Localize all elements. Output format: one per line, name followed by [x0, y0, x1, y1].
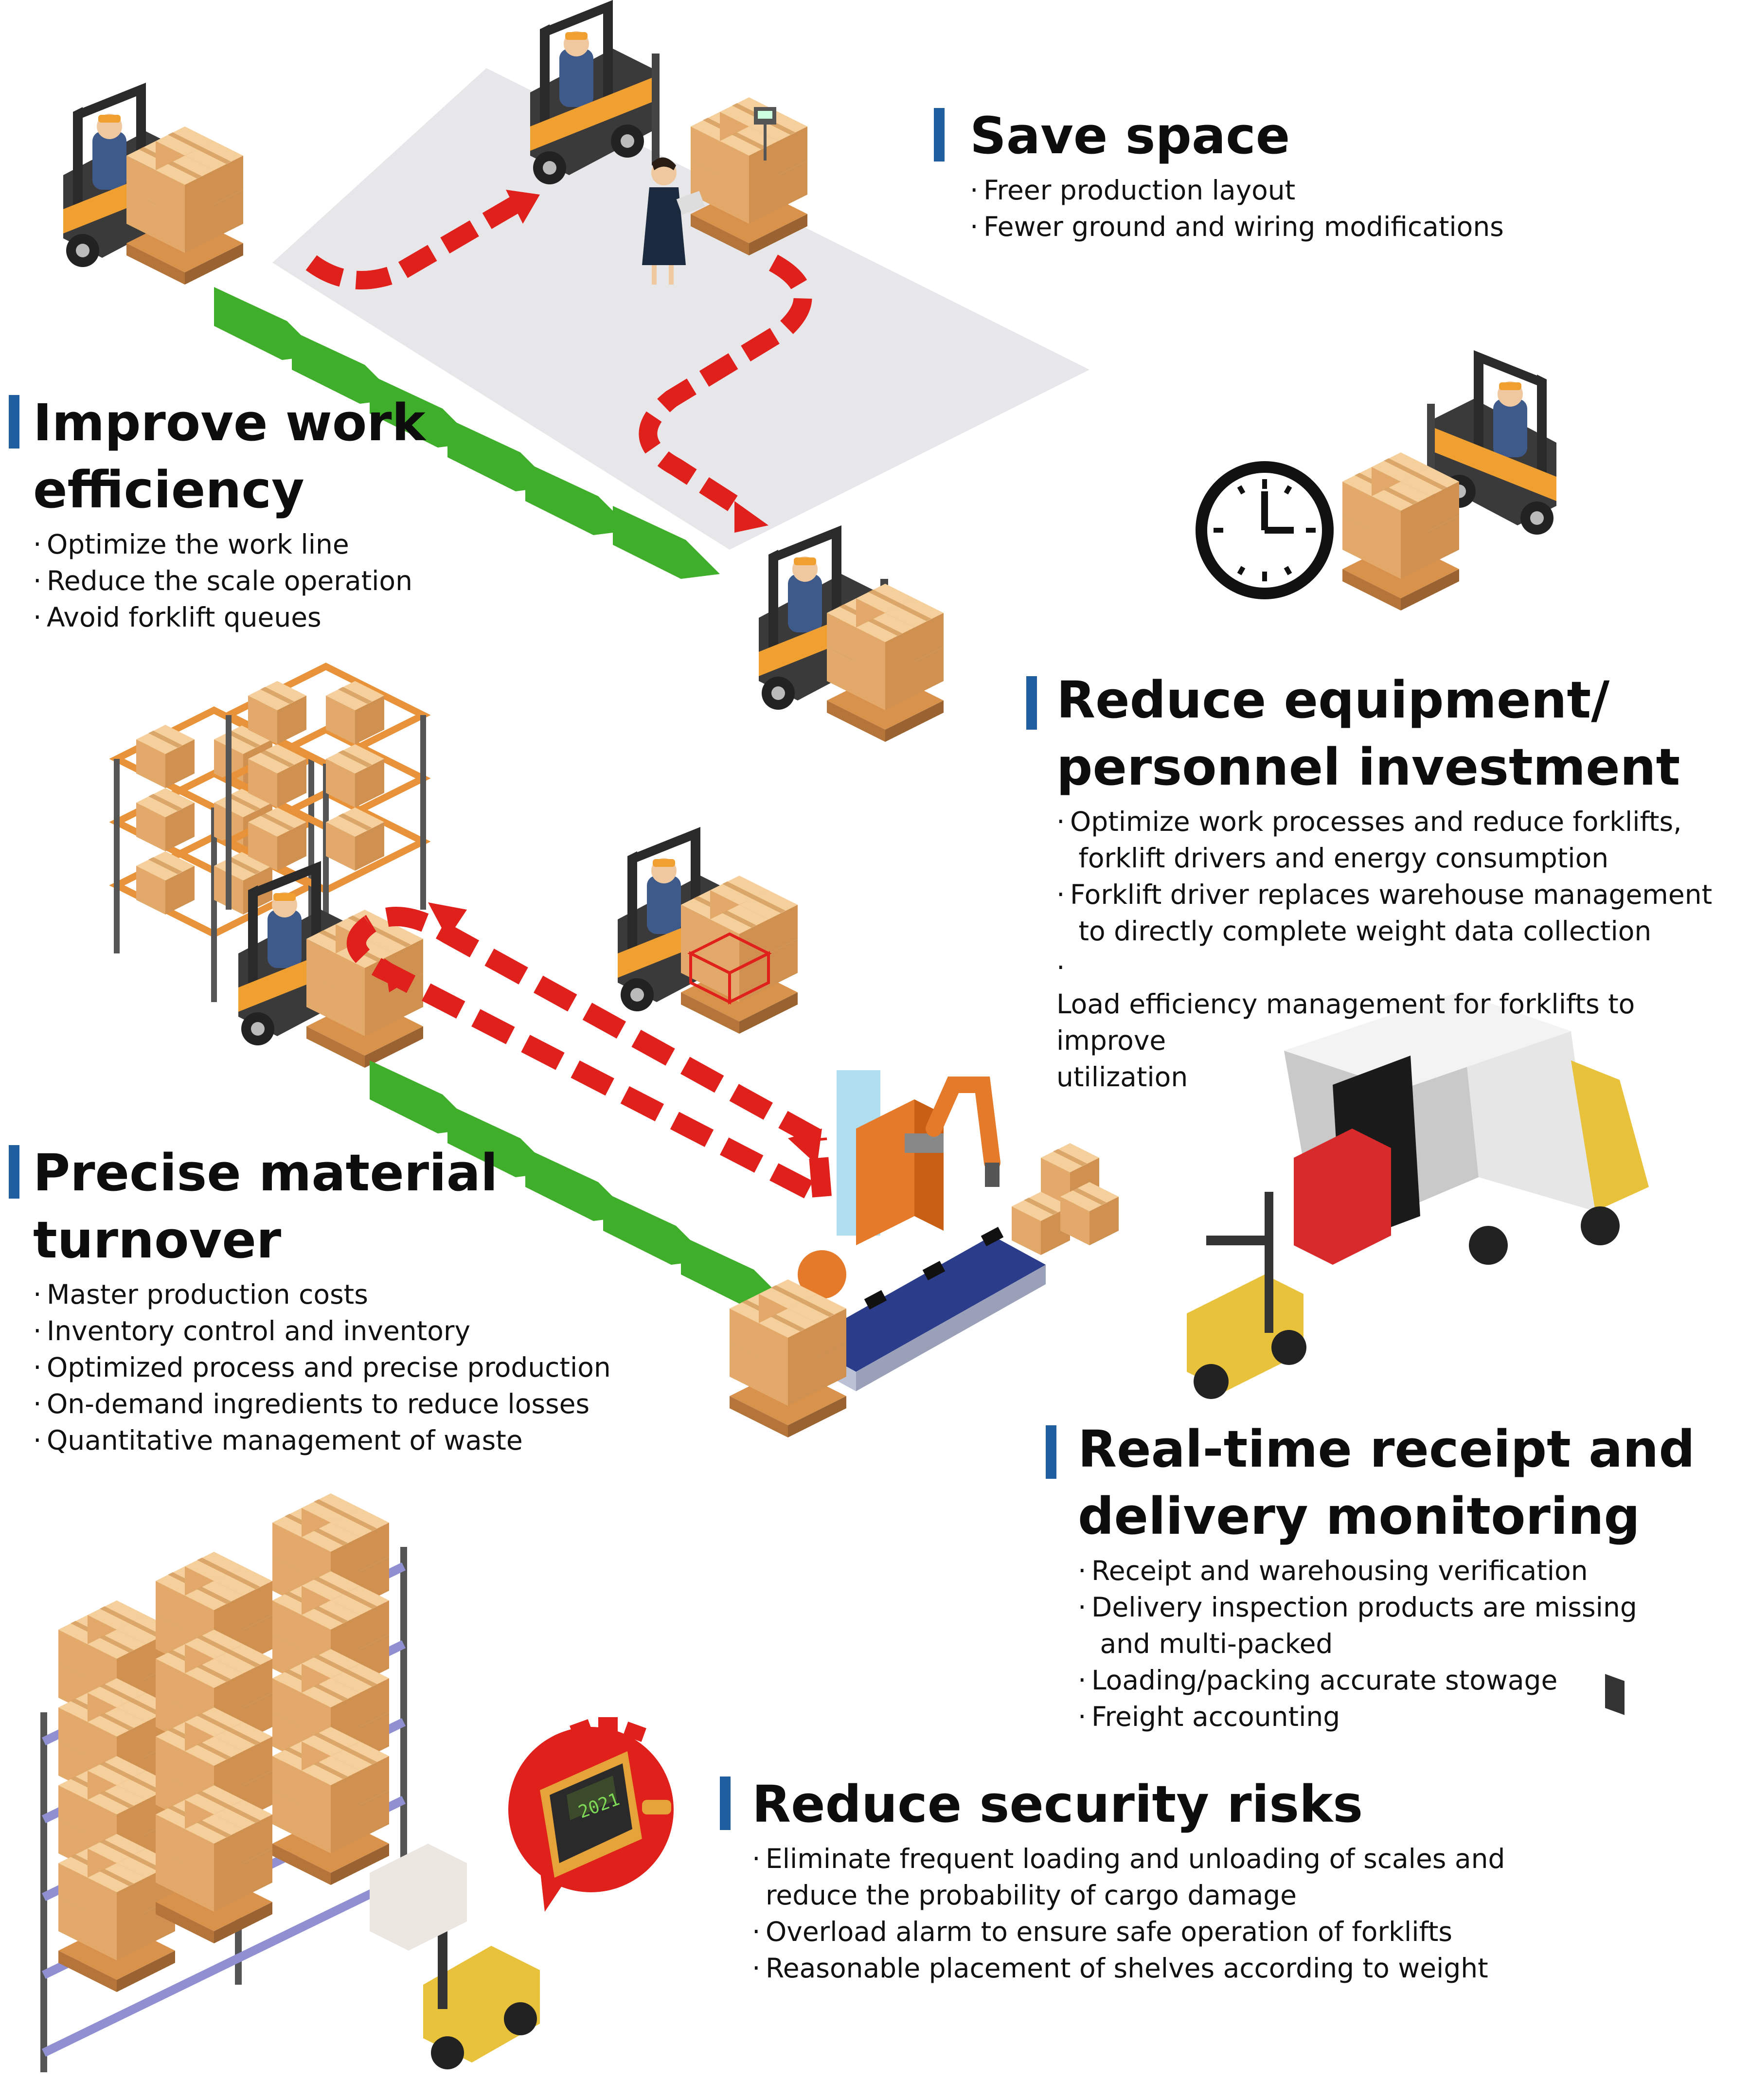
section-title: Reduce equipment/personnel investment: [1056, 670, 1680, 797]
list-item: ·Load efficiency management for forklift…: [1056, 952, 1635, 1093]
bullet-list: ·Receipt and warehousing verification ·D…: [1078, 1553, 1695, 1735]
bullet-list: ·Eliminate frequent loading and unloadin…: [752, 1841, 1505, 1987]
section-save-space: Save space ·Freer production layout ·Few…: [934, 102, 1504, 245]
pallet-boxes-icon: [1012, 1143, 1119, 1255]
truck-icon: [1284, 992, 1649, 1715]
red-arrowhead: [428, 902, 467, 939]
list-item: ·Freer production layout: [970, 175, 1296, 206]
bullet-list: ·Optimize work processes and reduce fork…: [1056, 804, 1750, 1095]
scale-terminal-icon: [754, 107, 776, 161]
list-item: ·Delivery inspection products are missin…: [1078, 1592, 1637, 1659]
conveyor-icon: [798, 1227, 1046, 1391]
list-item: ·Fewer ground and wiring modifications: [970, 211, 1504, 242]
bullet-list: ·Master production costs ·Inventory cont…: [33, 1276, 611, 1459]
alarm-bubble-icon: [508, 1717, 674, 1912]
section-security-risks: Reduce security risks ·Eliminate frequen…: [720, 1771, 1505, 1987]
list-item: ·Forklift driver replaces warehouse mana…: [1056, 879, 1713, 947]
bullet-list: ·Freer production layout ·Fewer ground a…: [970, 172, 1504, 245]
scale-display-icon: [540, 1751, 671, 1878]
list-item: ·Quantitative management of waste: [33, 1425, 523, 1456]
list-item: ·Reasonable placement of shelves accordi…: [752, 1953, 1488, 1984]
list-item: ·Reduce the scale operation: [33, 565, 412, 596]
forklift-icon: [1187, 1192, 1306, 1399]
list-item: ·Optimized process and precise productio…: [33, 1352, 611, 1383]
list-item: ·Receipt and warehousing verification: [1078, 1555, 1588, 1586]
list-item: ·Optimize work processes and reduce fork…: [1056, 806, 1682, 874]
list-item: ·Avoid forklift queues: [33, 602, 321, 633]
list-item: ·Inventory control and inventory: [33, 1315, 471, 1346]
forklift-icon: [370, 1844, 540, 2069]
pallet-boxes-icon: [681, 876, 798, 1034]
list-item: ·Overload alarm to ensure safe operation…: [752, 1916, 1453, 1947]
warning-box-outline: [687, 932, 772, 1005]
pallet-boxes-icon: [691, 97, 807, 255]
section-title: Reduce security risks: [752, 1775, 1363, 1834]
red-arrowhead: [788, 1129, 822, 1165]
pallet-boxes-icon: [126, 126, 243, 285]
section-title: Save space: [970, 106, 1290, 165]
red-arrowhead: [384, 958, 413, 992]
red-flow-path-middle: [346, 907, 832, 1205]
pallet-boxes-icon: [730, 1279, 846, 1437]
list-item: ·Optimize the work line: [33, 529, 349, 560]
floor-area: [272, 68, 1089, 550]
section-accent-bar: [934, 108, 945, 162]
pallet-boxes-icon: [827, 584, 944, 742]
red-flow-path-top: [305, 196, 812, 519]
red-arrowhead: [734, 501, 768, 533]
list-item: ·Loading/packing accurate stowage: [1078, 1665, 1558, 1696]
list-item: ·Master production costs: [33, 1279, 368, 1310]
section-accent-bar: [9, 1145, 19, 1199]
section-accent-bar: [9, 395, 19, 449]
red-arrowhead: [506, 190, 540, 224]
section-accent-bar: [1026, 676, 1037, 730]
clock-icon: [1196, 461, 1334, 599]
worker-icon: [642, 157, 705, 285]
list-item: ·On-demand ingredients to reduce losses: [33, 1388, 590, 1419]
section-accent-bar: [720, 1777, 731, 1830]
list-item: ·Freight accounting: [1078, 1701, 1340, 1732]
section-reduce-investment: Reduce equipment/personnel investment ·O…: [1026, 666, 1750, 1095]
bullet-list: ·Optimize the work line ·Reduce the scal…: [33, 526, 426, 636]
pallet-boxes-icon: [1342, 452, 1459, 610]
pallet-boxes-icon: [58, 1493, 389, 1992]
list-item: ·Eliminate frequent loading and unloadin…: [752, 1843, 1505, 1911]
robot-arm-icon: [837, 1070, 1000, 1245]
section-accent-bar: [1046, 1425, 1056, 1479]
